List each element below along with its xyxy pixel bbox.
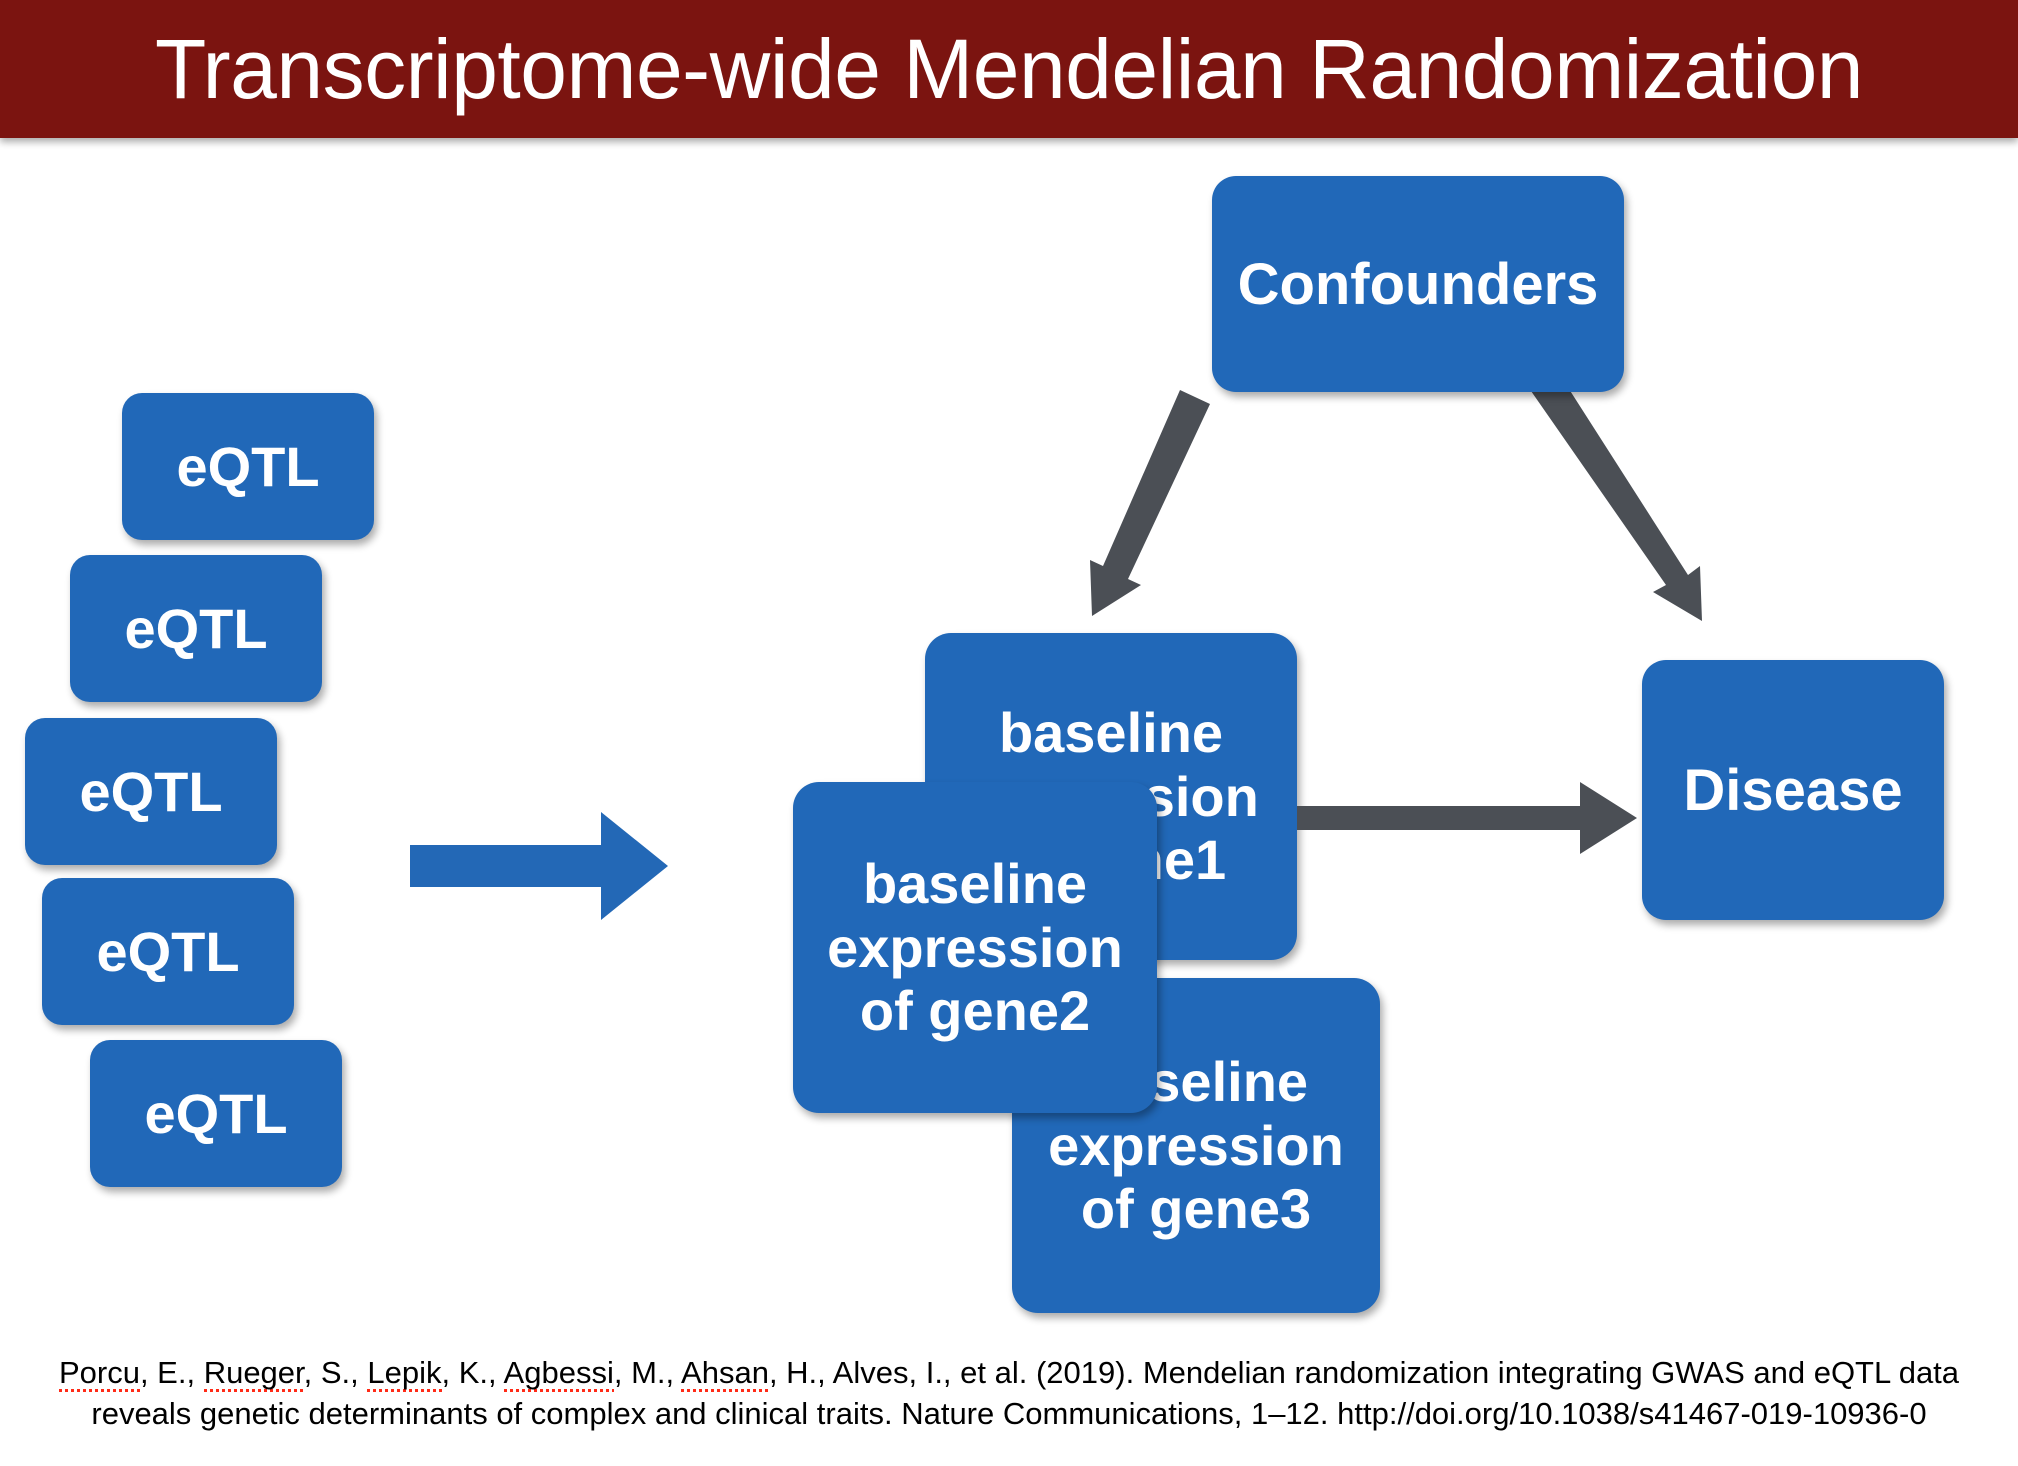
confounders-node: Confounders <box>1212 176 1624 392</box>
misspelled-word: Lepik <box>367 1355 442 1392</box>
title-bar: Transcriptome-wide Mendelian Randomizati… <box>0 0 2018 138</box>
eqtl-node-4-label: eQTL <box>96 920 240 983</box>
instruments-to-exposures-arrow-icon <box>410 812 668 920</box>
confounders-node-label: Confounders <box>1237 251 1599 317</box>
citation-text: , K., <box>441 1355 504 1390</box>
gene2-expression-label: baseline expression of gene2 <box>827 851 1123 1043</box>
misspelled-word: Rueger <box>203 1355 304 1392</box>
eqtl-node-5-label: eQTL <box>144 1082 288 1145</box>
gene3-expression-node: baseline expression of gene3 <box>1012 978 1380 1313</box>
citation: Porcu, E., Rueger, S., Lepik, K., Agbess… <box>0 1352 2018 1434</box>
gene2-expression-node: baseline expression of gene2 <box>793 782 1157 1113</box>
confounders-to-exposure-arrow-icon <box>1090 390 1210 616</box>
confounders-to-outcome-arrow-icon <box>1531 375 1702 621</box>
citation-text: , H., Alves, I., et al. (2019). Mendelia… <box>768 1355 1960 1390</box>
misspelled-word: Porcu <box>58 1355 140 1392</box>
citation-text: , E., <box>139 1355 204 1390</box>
disease-node: Disease <box>1642 660 1944 920</box>
eqtl-node-3-label: eQTL <box>79 760 223 823</box>
eqtl-node-3: eQTL <box>25 718 277 865</box>
misspelled-word: Agbessi <box>503 1355 614 1392</box>
eqtl-node-1: eQTL <box>122 393 374 540</box>
citation-line-2: reveals genetic determinants of complex … <box>91 1396 1927 1432</box>
eqtl-node-1-label: eQTL <box>176 435 320 498</box>
citation-text: , S., <box>303 1355 368 1390</box>
citation-line-1: Porcu, E., Rueger, S., Lepik, K., Agbess… <box>0 1352 2018 1393</box>
citation-text: , M., <box>613 1355 682 1390</box>
misspelled-word: Ahsan <box>681 1355 769 1392</box>
exposure-to-outcome-arrow-icon <box>1297 782 1637 854</box>
eqtl-node-2-label: eQTL <box>124 597 268 660</box>
eqtl-node-2: eQTL <box>70 555 322 702</box>
eqtl-node-5: eQTL <box>90 1040 342 1187</box>
eqtl-node-4: eQTL <box>42 878 294 1025</box>
page-title: Transcriptome-wide Mendelian Randomizati… <box>154 22 1864 116</box>
disease-node-label: Disease <box>1683 757 1903 823</box>
